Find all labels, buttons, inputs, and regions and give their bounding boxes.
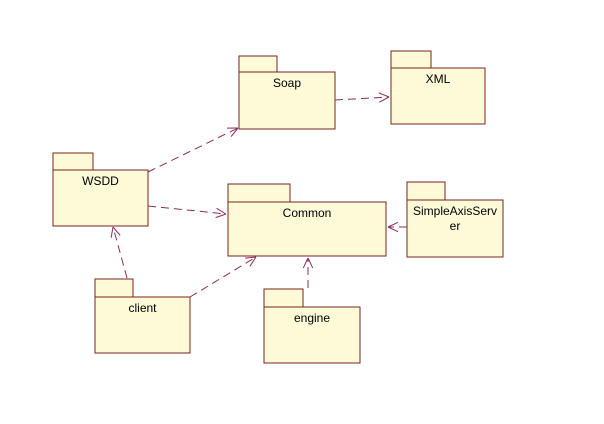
arrowhead-line (307, 257, 314, 269)
arrowhead-line (230, 127, 239, 137)
package-tab (52, 152, 94, 171)
package-tab (227, 183, 291, 203)
package-xml[interactable]: XML (390, 50, 486, 125)
package-common[interactable]: Common (227, 183, 387, 257)
arrowhead-line (249, 256, 257, 267)
package-body (94, 296, 191, 354)
package-engine[interactable]: engine (263, 288, 361, 364)
arrowhead-line (387, 226, 399, 233)
package-soap[interactable]: Soap (238, 55, 336, 130)
package-wsdd[interactable]: WSDD (52, 152, 149, 227)
package-label: WSDD (82, 174, 119, 188)
package-label: Common (283, 206, 332, 220)
arrowhead-line (302, 257, 309, 269)
package-body (263, 306, 361, 364)
package-tab (406, 181, 446, 201)
dependency-line (147, 205, 227, 215)
package-tab (238, 55, 278, 73)
dependency-soap-to-xml[interactable] (334, 92, 390, 103)
package-body (406, 199, 504, 258)
package-body (238, 71, 336, 130)
package-tab (263, 288, 304, 308)
package-label: Soap (273, 76, 301, 90)
dependency-engine-to-common[interactable] (302, 257, 314, 288)
package-body (227, 201, 387, 257)
package-body (52, 169, 149, 227)
package-tab (390, 50, 432, 69)
arrowhead-line (245, 256, 257, 259)
arrowhead-line (110, 226, 114, 238)
dependency-line (112, 226, 128, 279)
arrowhead-line (387, 221, 399, 228)
arrowhead-line (379, 96, 390, 103)
package-tab (94, 278, 134, 298)
package-body (390, 67, 486, 125)
dependency-client-to-common[interactable] (189, 256, 257, 298)
package-client[interactable]: client (94, 278, 191, 354)
dependency-line (189, 256, 257, 298)
dependency-line (334, 96, 390, 101)
arrowhead-line (215, 213, 227, 219)
package-label: engine (294, 311, 330, 325)
package-label: XML (426, 72, 451, 86)
arrowhead-line (378, 92, 390, 98)
arrowhead-line (216, 207, 227, 215)
dependency-simpleaxisserver-to-common[interactable] (387, 221, 407, 233)
dependency-wsdd-to-common[interactable] (147, 205, 227, 219)
arrowhead-line (112, 226, 121, 236)
package-label: client (128, 301, 157, 315)
dependency-wsdd-to-soap[interactable] (147, 127, 239, 173)
dependency-client-to-wsdd[interactable] (110, 226, 128, 279)
dependency-line (147, 127, 239, 173)
